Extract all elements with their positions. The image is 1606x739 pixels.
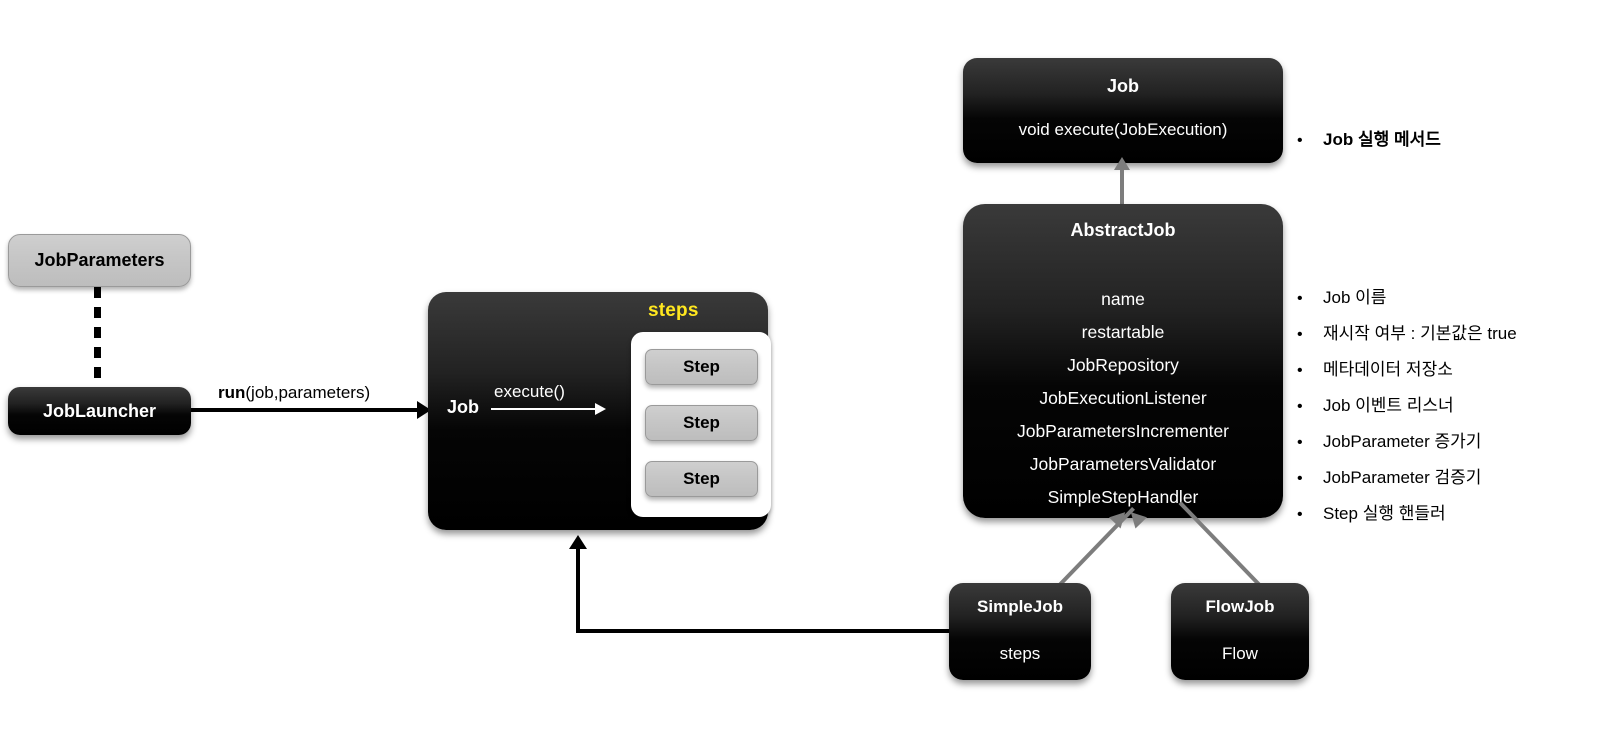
note-item-label: Step 실행 핸들러 xyxy=(1323,504,1446,523)
node-flow-job-title: FlowJob xyxy=(1205,597,1275,616)
note-item-label: JobParameter 검증기 xyxy=(1323,468,1482,487)
edge-execute-arrowhead xyxy=(595,403,606,415)
edge-abstractjob-to-job-arrowhead xyxy=(1114,157,1130,170)
dashed-connector-jobparameters-joblauncher xyxy=(94,287,101,388)
note-item: • Job 실행 메서드 xyxy=(1297,125,1441,150)
node-job-launcher-label: JobLauncher xyxy=(42,400,157,421)
note-item-label: 재시작 여부 : 기본값은 true xyxy=(1323,324,1517,343)
edge-run-line xyxy=(191,408,419,412)
edge-simplejob-to-job-arrowhead xyxy=(569,535,587,549)
bullet-icon: • xyxy=(1297,132,1303,149)
node-flow-job[interactable]: FlowJob Flow xyxy=(1171,583,1309,680)
step-item-label: Step xyxy=(683,357,720,376)
node-job-parameters[interactable]: JobParameters xyxy=(8,234,191,287)
step-item[interactable]: Step xyxy=(645,349,758,385)
note-item: • 메타데이터 저장소 xyxy=(1297,355,1517,380)
edge-execute-label: execute() xyxy=(494,382,565,401)
abstract-job-field: JobExecutionListener xyxy=(1039,388,1207,408)
note-item-label: 메타데이터 저장소 xyxy=(1323,360,1453,379)
note-item: • Job 이벤트 리스너 xyxy=(1297,391,1517,416)
note-item: • 재시작 여부 : 기본값은 true xyxy=(1297,319,1517,344)
edge-simplejob-to-job-vertical xyxy=(576,548,580,633)
step-item[interactable]: Step xyxy=(645,461,758,497)
note-item-label: JobParameter 증가기 xyxy=(1323,432,1482,451)
bullet-icon: • xyxy=(1297,470,1303,487)
node-abstract-job[interactable]: AbstractJob name restartable JobReposito… xyxy=(963,204,1283,518)
abstract-job-field: JobParametersValidator xyxy=(1029,454,1217,474)
note-item: • Job 이름 xyxy=(1297,283,1517,308)
bullet-icon: • xyxy=(1297,506,1303,523)
steps-panel: Step Step Step xyxy=(631,332,771,517)
node-simple-job-title: SimpleJob xyxy=(977,597,1063,616)
node-job-interface[interactable]: Job void execute(JobExecution) xyxy=(963,58,1283,163)
bullet-icon: • xyxy=(1297,362,1303,379)
bullet-icon: • xyxy=(1297,290,1303,307)
edge-abstractjob-to-job-line xyxy=(1120,168,1124,206)
node-job-container-label: Job xyxy=(447,397,480,417)
edge-execute-line xyxy=(491,408,596,410)
step-item-label: Step xyxy=(683,413,720,432)
node-abstract-job-fields: name restartable JobRepository JobExecut… xyxy=(963,283,1283,514)
edge-run-label: run(job,parameters) xyxy=(218,383,370,403)
note-list-job-method: • Job 실행 메서드 xyxy=(1297,125,1441,150)
bullet-icon: • xyxy=(1297,434,1303,451)
bullet-icon: • xyxy=(1297,398,1303,415)
abstract-job-field: restartable xyxy=(1081,322,1165,342)
step-item-label: Step xyxy=(683,469,720,488)
abstract-job-field: SimpleStepHandler xyxy=(1047,487,1199,507)
node-job-parameters-label: JobParameters xyxy=(34,250,165,270)
edge-simplejob-to-job-horizontal xyxy=(576,629,952,633)
node-job-launcher[interactable]: JobLauncher xyxy=(8,387,191,435)
abstract-job-field: name xyxy=(1101,289,1145,309)
note-item: • JobParameter 검증기 xyxy=(1297,463,1517,488)
edge-run-label-bold: run xyxy=(218,383,246,402)
edge-run-arrowhead xyxy=(417,401,431,419)
abstract-job-field: JobRepository xyxy=(1067,355,1179,375)
note-item-label: Job 이벤트 리스너 xyxy=(1323,396,1454,415)
note-item: • JobParameter 증가기 xyxy=(1297,427,1517,452)
step-item[interactable]: Step xyxy=(645,405,758,441)
note-item: • Step 실행 핸들러 xyxy=(1297,499,1517,524)
note-item-label: Job 이름 xyxy=(1323,288,1387,307)
node-job-interface-title: Job xyxy=(1106,76,1139,96)
node-job-interface-method: void execute(JobExecution) xyxy=(1018,120,1228,139)
steps-group-label: steps xyxy=(648,300,699,321)
node-simple-job[interactable]: SimpleJob steps xyxy=(949,583,1091,680)
node-simple-job-field: steps xyxy=(999,644,1041,663)
edge-run-label-rest: (job,parameters) xyxy=(245,383,371,402)
abstract-job-field: JobParametersIncrementer xyxy=(1016,421,1230,441)
bullet-icon: • xyxy=(1297,326,1303,343)
node-flow-job-field: Flow xyxy=(1222,644,1258,663)
note-list-abstractjob-fields: • Job 이름 • 재시작 여부 : 기본값은 true • 메타데이터 저장… xyxy=(1297,283,1517,535)
node-abstract-job-title: AbstractJob xyxy=(1070,220,1176,240)
note-item-label: Job 실행 메서드 xyxy=(1323,130,1441,149)
